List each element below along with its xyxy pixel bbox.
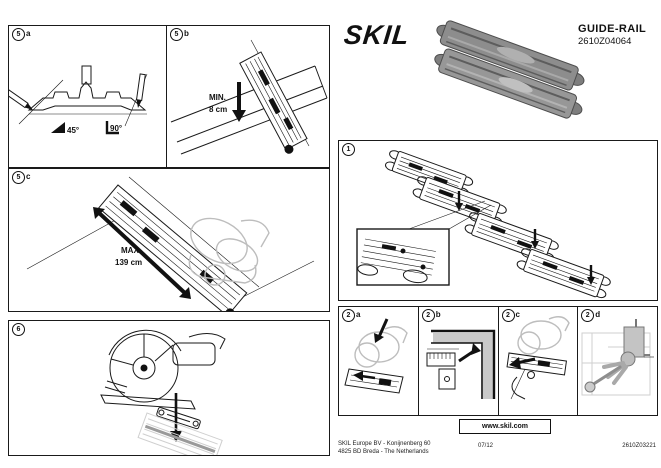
step-letter: c (26, 172, 31, 181)
rail-cross-section-drawing: 45° 90° (9, 65, 148, 135)
step-letter: d (595, 310, 601, 319)
guide-rail-band (505, 352, 567, 376)
guide-rail-product-photo (434, 20, 585, 119)
guide-rail-band (239, 51, 308, 154)
min-arrow-icon (232, 82, 246, 122)
circular-saw-adapter-drawing (100, 329, 226, 455)
step-letter: a (26, 29, 31, 38)
ruler (426, 352, 456, 367)
pencil-icon (135, 73, 146, 108)
lever-handle (584, 381, 596, 393)
publisher-address: SKIL Europe BV - Konijnenberg 60 4825 BD… (338, 440, 431, 456)
angle-90-glyph (105, 121, 119, 135)
panel-6-label: 6 (12, 323, 25, 336)
step-number-circle: 5 (12, 171, 25, 184)
min-label: MIN. (209, 93, 226, 102)
date-code: 07/12 (478, 443, 494, 449)
saw-edge-drawing (505, 316, 570, 400)
skil-logo: SKIL (342, 20, 412, 50)
product-model-number: 2610Z04064 (578, 36, 632, 47)
pencil-icon (9, 87, 33, 110)
rail-segment (516, 248, 611, 299)
stacked-rails-image (434, 20, 585, 119)
angle-45-value: 45° (67, 126, 79, 135)
saw-placement-drawing (344, 318, 408, 394)
panel-1: 1 (338, 140, 658, 301)
corner-alignment-drawing (426, 329, 495, 399)
rail-segment (385, 150, 474, 198)
clamp-knob-drawing (581, 319, 655, 396)
clamp-hook (510, 368, 535, 400)
max-length-drawing: MAX. 139 cm (26, 176, 315, 311)
step-number-circle: 5 (170, 28, 183, 41)
down-arrow-icon (374, 318, 389, 343)
website-url: www.skil.com (481, 423, 529, 430)
step-number-circle: 1 (342, 143, 355, 156)
adapter-plate (156, 407, 201, 430)
step-number-circle: 2 (501, 309, 515, 322)
workpiece-corner (432, 333, 493, 399)
step-number-circle: 2 (581, 309, 595, 322)
step-number-circle: 2 (421, 309, 435, 322)
step-number-circle: 2 (342, 309, 355, 322)
connect-arrow-icon (455, 191, 463, 211)
step-letter: c (515, 310, 520, 319)
panel-6: 6 (8, 320, 330, 456)
panel-1-label: 1 (342, 143, 355, 156)
step-number-circle: 6 (12, 323, 25, 336)
step-letter: b (184, 29, 189, 38)
ghost-saw (354, 326, 408, 368)
circular-saw (100, 329, 226, 410)
angle-90-value: 90° (110, 124, 122, 133)
document-number: 2610Z03221 (622, 443, 656, 449)
connect-arrow-icon (587, 265, 595, 285)
max-measure-arrow (93, 207, 191, 299)
connect-arrow-icon (531, 229, 539, 249)
max-label: MAX. (121, 246, 141, 255)
slide-arrow-icon (353, 371, 376, 381)
website-box: www.skil.com (459, 419, 551, 434)
address-line-1: SKIL Europe BV - Konijnenberg 60 (338, 441, 431, 447)
align-arrow-icon (457, 343, 481, 363)
angle-45-glyph (51, 122, 65, 133)
step-number-circle: 5 (12, 28, 25, 41)
step-letter: a (356, 310, 361, 319)
min-value: 8 cm (209, 105, 227, 114)
step-letter: b (435, 310, 441, 319)
lever-rod (590, 365, 622, 387)
push-arrow-icon (508, 357, 535, 369)
product-title: GUIDE-RAIL (578, 23, 647, 35)
lever-positions (602, 361, 629, 385)
address-line-2: 4825 BD Breda - The Netherlands (338, 449, 429, 455)
rail-on-workpiece-drawing: MIN. 8 cm (170, 39, 328, 155)
max-value: 139 cm (115, 258, 142, 267)
detail-inset (356, 200, 492, 286)
ghost-guide-rail (137, 412, 223, 455)
rail-assembly-exploded-drawing (356, 150, 611, 299)
ghost-saw (188, 217, 270, 286)
ghost-saw (516, 316, 570, 355)
